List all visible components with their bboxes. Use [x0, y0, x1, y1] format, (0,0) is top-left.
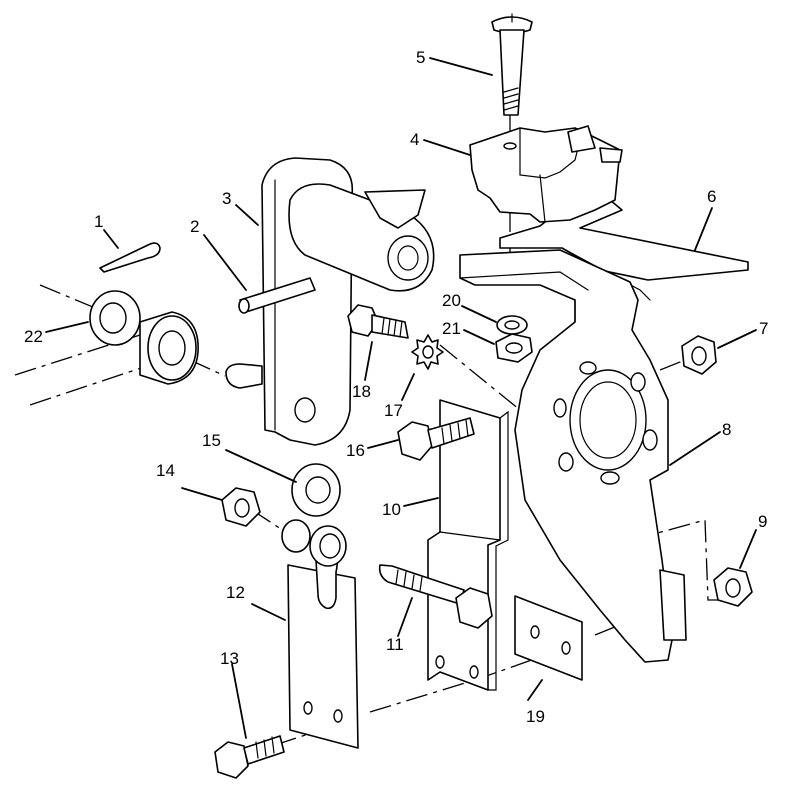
callout-14: 14 — [156, 461, 175, 480]
callout-15: 15 — [202, 431, 221, 450]
part-21-nut — [495, 333, 533, 363]
part-4-switch-block — [469, 125, 623, 223]
callout-5: 5 — [416, 48, 425, 67]
part-9-nut — [713, 567, 753, 607]
callout-22: 22 — [24, 327, 43, 346]
part-2-pin — [238, 277, 316, 314]
part-20-lock-washer — [496, 315, 528, 335]
part-15-roller — [291, 463, 341, 517]
callout-19: 19 — [526, 707, 545, 726]
part-5-screw — [491, 13, 533, 116]
spacer-tube — [139, 311, 199, 385]
callout-18: 18 — [352, 382, 371, 401]
bracket-center-hole — [569, 369, 647, 471]
part-11-bolt — [378, 564, 493, 629]
callout-17: 17 — [384, 401, 403, 420]
callout-3: 3 — [222, 189, 231, 208]
part-13-bolt — [214, 735, 285, 779]
bracket-slot-holes — [553, 361, 658, 485]
part-22-washer — [89, 290, 141, 346]
callout-7: 7 — [759, 319, 768, 338]
callout-13: 13 — [220, 649, 239, 668]
callout-2: 2 — [190, 217, 199, 236]
part-17-star-washer — [411, 334, 444, 370]
callout-11: 11 — [386, 635, 404, 654]
callout-labels: 1 2 3 4 5 6 7 8 9 10 11 12 13 14 15 16 1… — [24, 48, 768, 726]
link-bushings — [281, 519, 347, 567]
part-1-cotter-pin — [99, 242, 161, 273]
callout-1: 1 — [94, 212, 103, 231]
part-8-main-bracket — [459, 249, 687, 663]
part-7-nut — [681, 335, 717, 375]
leader-lines — [45, 57, 757, 739]
part-16-bolt — [397, 417, 475, 461]
callout-6: 6 — [707, 187, 716, 206]
callout-10: 10 — [382, 500, 401, 519]
callout-8: 8 — [722, 420, 731, 439]
part-19-small-plate — [514, 595, 583, 681]
callout-16: 16 — [346, 441, 365, 460]
callout-9: 9 — [758, 512, 767, 531]
part-3-side-plate — [225, 157, 435, 446]
callout-20: 20 — [442, 291, 461, 310]
part-12-link-plate — [287, 548, 359, 749]
part-18-bolt — [347, 304, 409, 339]
callout-21: 21 — [442, 319, 461, 338]
callout-12: 12 — [226, 583, 245, 602]
callout-4: 4 — [410, 130, 419, 149]
part-14-nut — [221, 487, 261, 527]
